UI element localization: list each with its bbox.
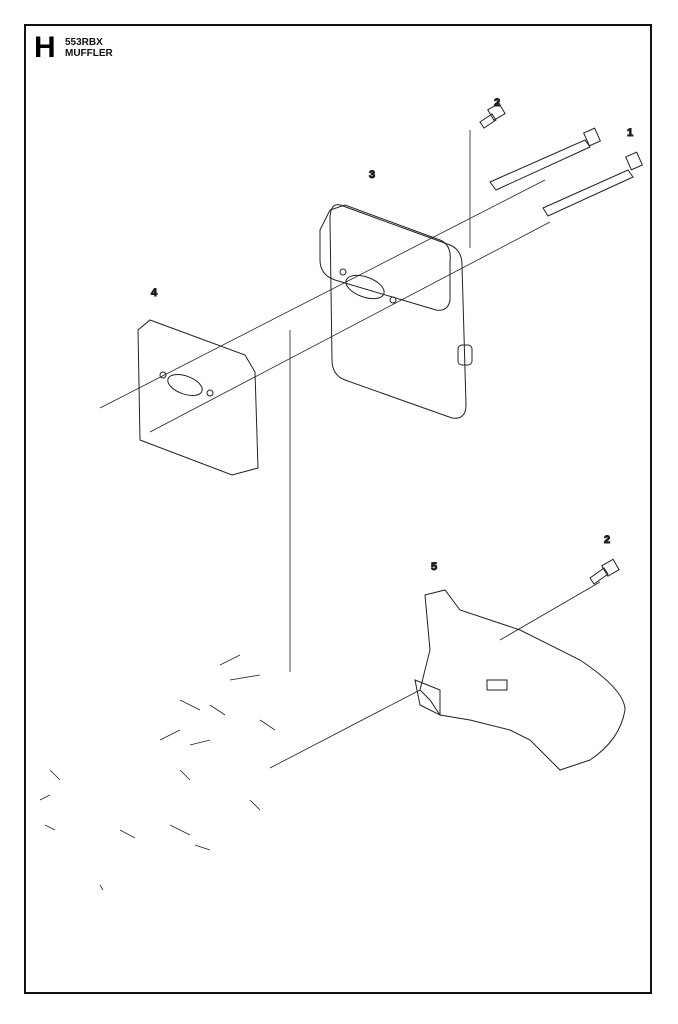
long-screw-part	[489, 127, 643, 217]
model-number: 553RBX	[65, 37, 103, 48]
assembly-title: MUFFLER	[65, 48, 113, 59]
diagram-title: 553RBX MUFFLER	[65, 37, 113, 59]
engine-outline-sketch	[39, 654, 276, 891]
callout-5: 5	[431, 561, 437, 573]
callout-4: 4	[151, 287, 158, 299]
callout-2b: 2	[604, 534, 610, 546]
section-letter: H	[34, 31, 56, 64]
muffler-guard-part	[414, 589, 626, 771]
screw-part	[479, 102, 506, 129]
callout-3: 3	[369, 169, 375, 181]
callout-1: 1	[627, 127, 633, 139]
diagram-frame	[24, 24, 652, 994]
gasket-plate-part	[137, 319, 259, 476]
muffler-part	[319, 204, 473, 419]
screw-part-2	[589, 558, 620, 585]
callout-2: 2	[494, 97, 500, 109]
leader-lines	[99, 130, 601, 769]
callout-labels: 1 2 3 4 2 5	[151, 97, 634, 574]
